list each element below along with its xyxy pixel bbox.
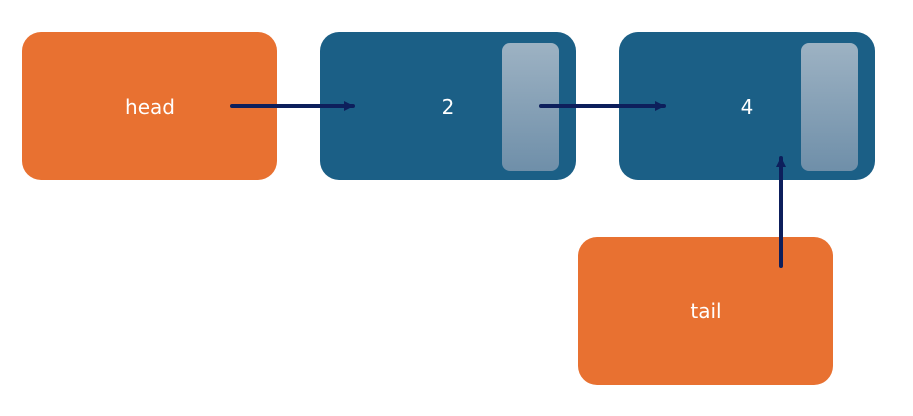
tail-pointer-box	[578, 237, 833, 385]
list-node-2-value: 4	[740, 95, 754, 119]
list-node-1-value: 2	[441, 95, 455, 119]
list-node-1-next-field	[502, 43, 559, 171]
list-node-2-next-field	[801, 43, 858, 171]
head-label: head	[125, 95, 175, 119]
tail-label: tail	[690, 299, 722, 323]
